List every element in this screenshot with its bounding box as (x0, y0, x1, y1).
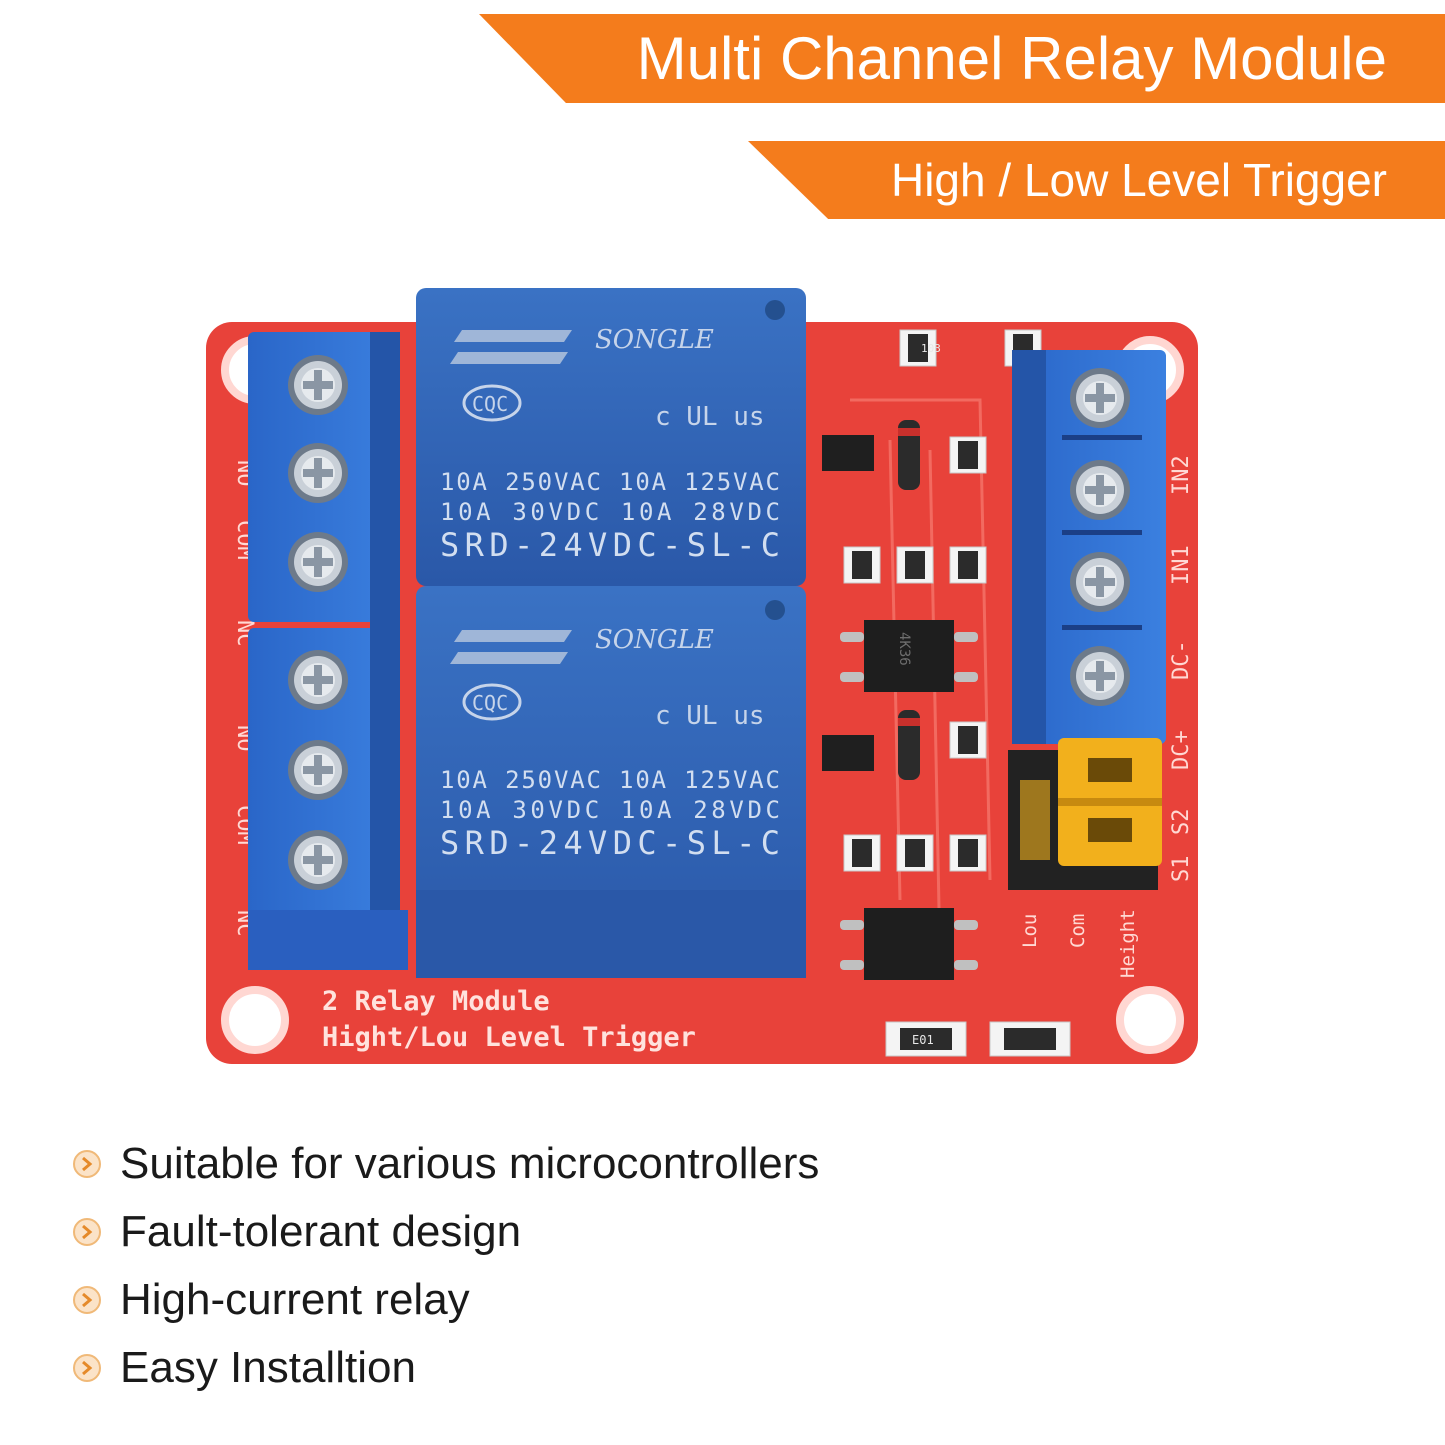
feature-text: High-current relay (120, 1275, 470, 1324)
jumper-label: Com (1067, 914, 1089, 948)
jumper-header (1008, 738, 1162, 890)
list-item: High-current relay (72, 1266, 819, 1334)
cert-mark: CQC (472, 392, 508, 416)
board-label: 2 Relay Module (322, 986, 550, 1017)
pin-label: DC+ (1169, 730, 1194, 770)
relay-rating: 10A 30VDC 10A 28VDC (440, 498, 780, 526)
relay-rating: 10A 30VDC 10A 28VDC (440, 796, 780, 824)
relay-rating: 10A 250VAC 10A 125VAC (440, 468, 780, 496)
left-terminal-block (248, 332, 408, 970)
relay-rating: 10A 250VAC 10A 125VAC (440, 766, 780, 794)
relay-brand: SONGLE (595, 625, 714, 655)
jumper-label: Height (1117, 909, 1139, 978)
list-item: Fault-tolerant design (72, 1198, 819, 1266)
list-item: Easy Installtion (72, 1334, 819, 1402)
cert-mark: CQC (472, 691, 508, 715)
ul-mark: c UL us (655, 402, 765, 432)
chip-code: 4K36 (896, 632, 912, 666)
jumper-label: Lou (1019, 914, 1041, 948)
pin-label: IN1 (1169, 545, 1194, 585)
feature-list: Suitable for various microcontrollers Fa… (72, 1130, 819, 1402)
relay-2: SONGLE CQC c UL us 10A 250VAC 10A 125VAC… (416, 586, 806, 978)
feature-text: Suitable for various microcontrollers (120, 1139, 820, 1188)
relay-1: SONGLE CQC c UL us 10A 250VAC 10A 125VAC… (416, 288, 806, 586)
resistor-code: 103 (921, 342, 941, 355)
pin-label: DC- (1169, 640, 1194, 680)
ul-mark: c UL us (655, 701, 765, 731)
subtitle-banner: High / Low Level Trigger (748, 141, 1445, 219)
right-pin-labels: IN2 IN1 DC- DC+ S2 S1 (1169, 455, 1194, 882)
page-subtitle: High / Low Level Trigger (890, 154, 1387, 206)
relay-brand: SONGLE (595, 325, 714, 355)
pin-label: S1 (1169, 856, 1194, 883)
feature-text: Easy Installtion (120, 1343, 416, 1392)
chevron-right-icon (73, 1218, 101, 1246)
feature-text: Fault-tolerant design (120, 1207, 522, 1256)
chevron-right-icon (73, 1354, 101, 1382)
right-terminal-block (1012, 350, 1166, 744)
pin-label: S2 (1169, 809, 1194, 836)
title-banner: Multi Channel Relay Module (479, 14, 1445, 103)
jumper-labels: Lou Com Height (1019, 909, 1139, 978)
board-label: Hight/Lou Level Trigger (322, 1022, 696, 1053)
chevron-right-icon (73, 1150, 101, 1178)
resistor-code: E01 (912, 1033, 934, 1047)
chevron-right-icon (73, 1286, 101, 1314)
pin-label: IN2 (1169, 455, 1194, 495)
page-title: Multi Channel Relay Module (636, 25, 1387, 92)
smd-components: 103 E01 4K36 (822, 329, 1071, 1057)
relay-module-photo: NO COM NC NO COM NC SONGLE CQC c UL us 1… (206, 288, 1198, 1064)
list-item: Suitable for various microcontrollers (72, 1130, 819, 1198)
